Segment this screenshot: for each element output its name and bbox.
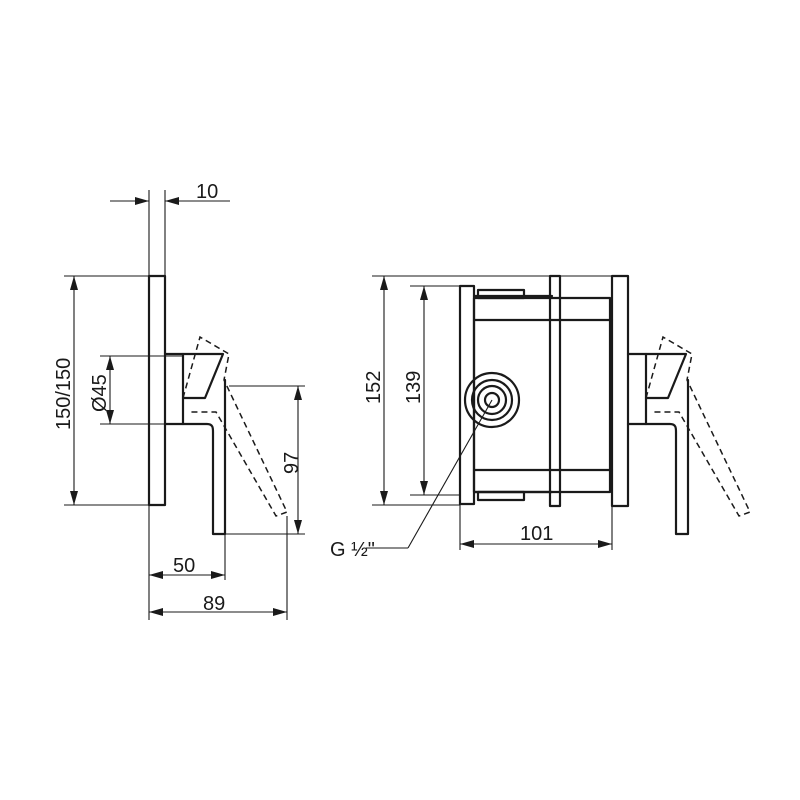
dim-arrow	[106, 410, 114, 424]
housing-body	[472, 296, 612, 494]
dim-arrow	[420, 286, 428, 300]
dim-arrow	[294, 520, 302, 534]
dim-arrow	[149, 608, 163, 616]
lever-open-outline	[645, 335, 752, 517]
dim-arrow	[273, 608, 287, 616]
cartridge-hub	[163, 352, 185, 426]
dim-diameter-label: Ø45	[89, 374, 111, 412]
dim-plate-thickness-label: 10	[196, 181, 218, 203]
dim-depth-body-label: 50	[173, 555, 195, 577]
dim-arrow	[165, 197, 179, 205]
dim-lever-drop-label: 97	[281, 452, 303, 474]
dim-arrow	[294, 386, 302, 400]
front-plate	[610, 274, 630, 508]
thread-label: G ½"	[330, 539, 375, 561]
lever-handle	[181, 378, 227, 536]
wall-plate	[147, 274, 167, 507]
leader-line	[407, 399, 493, 549]
dim-arrow	[460, 540, 474, 548]
dim-arrow	[135, 197, 149, 205]
lever-head	[181, 352, 225, 400]
housing-post	[548, 274, 562, 508]
dim-arrow	[420, 481, 428, 495]
dim-inner-height-label: 139	[403, 371, 425, 404]
dim-outer-height-label: 152	[363, 371, 385, 404]
dim-arrow	[211, 571, 225, 579]
dim-arrow	[380, 491, 388, 505]
dim-depth-label: 101	[520, 523, 553, 545]
lever-open-outline	[182, 335, 289, 517]
dim-arrow	[70, 491, 78, 505]
thread-ring-outer	[463, 371, 521, 429]
dim-arrow	[106, 356, 114, 370]
dim-arrow	[598, 540, 612, 548]
cartridge-hub	[626, 352, 648, 426]
housing-tab	[476, 288, 526, 300]
dim-arrow	[149, 571, 163, 579]
side-view: 10 150/150 Ø45 97 50 89	[53, 181, 305, 620]
dim-depth-total-label: 89	[203, 593, 225, 615]
dim-plate-height-label: 150/150	[53, 358, 75, 430]
thread-bore	[483, 391, 501, 409]
dim-arrow	[70, 276, 78, 290]
dim-arrow	[380, 276, 388, 290]
thread-ring-mid	[470, 378, 514, 422]
box-view: 152 139 101 G ½"	[330, 274, 752, 561]
lever-head	[644, 352, 688, 400]
thread-ring-inner	[476, 384, 508, 416]
housing-tab	[476, 490, 526, 502]
lever-handle	[644, 378, 690, 536]
